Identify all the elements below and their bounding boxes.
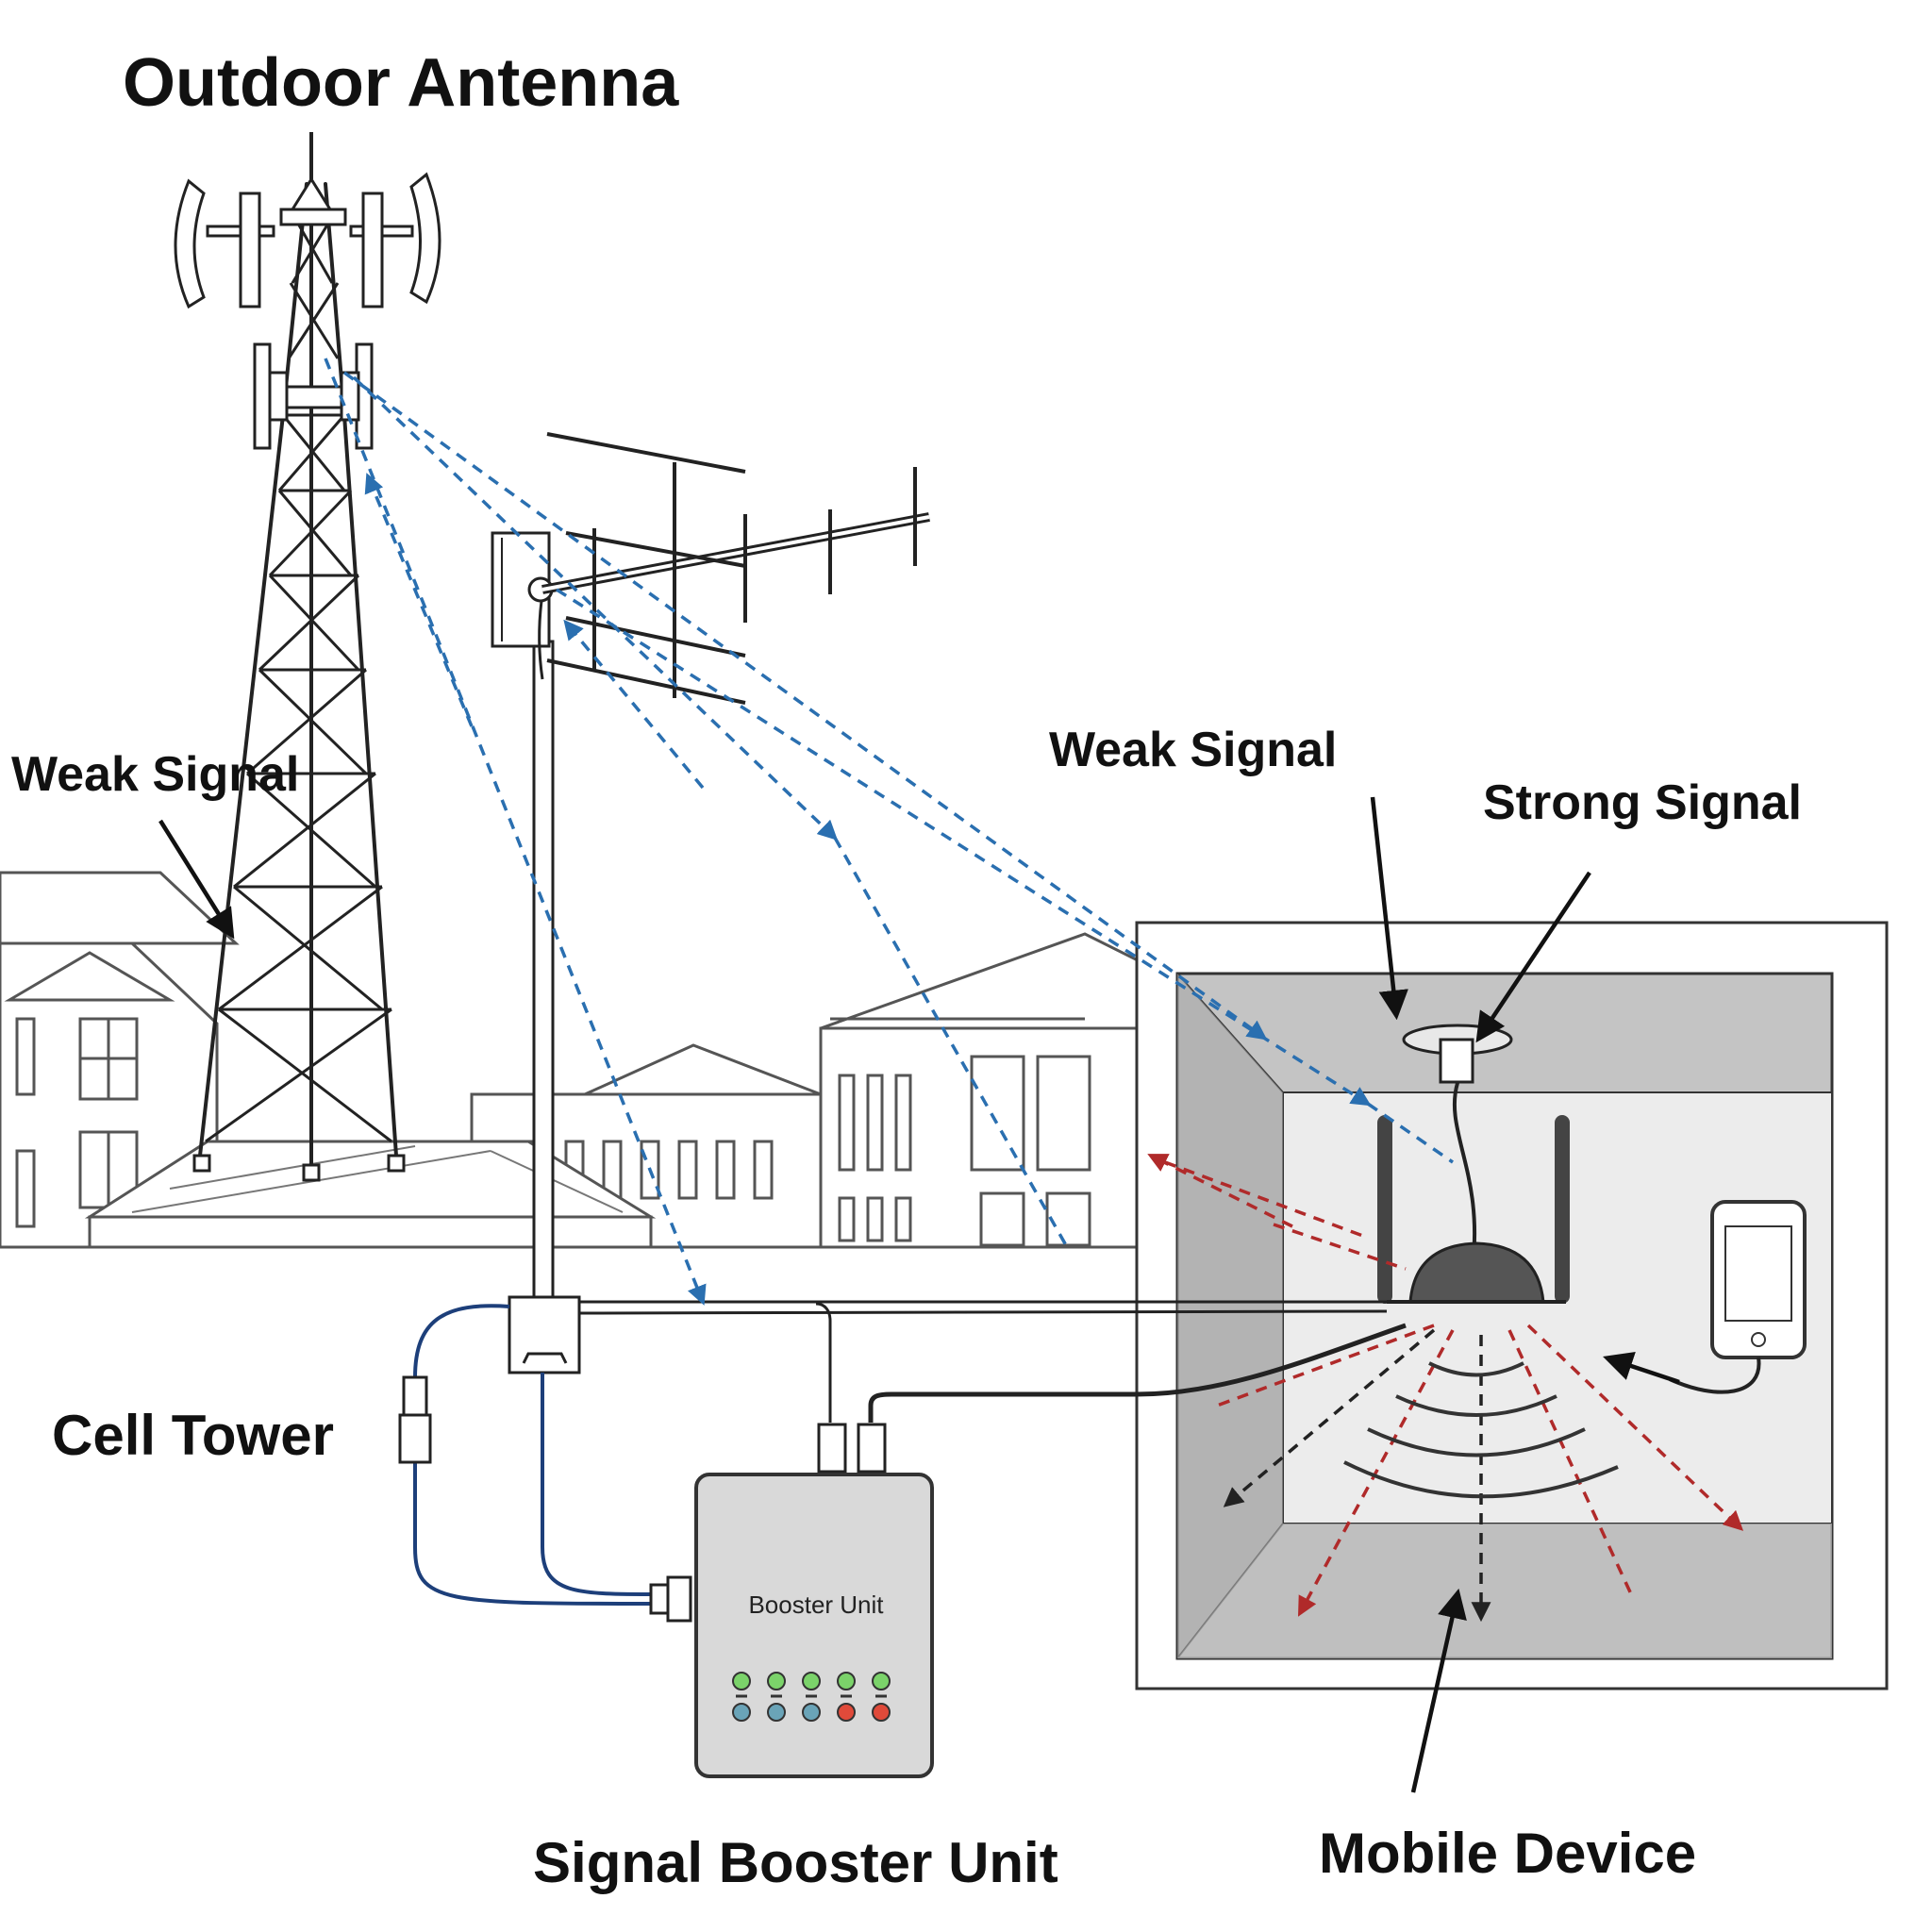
label-weak-signal-left: Weak Signal xyxy=(11,747,299,802)
label-weak-signal-right: Weak Signal xyxy=(1049,723,1337,777)
signal-paths xyxy=(324,358,1744,1623)
led-indicator xyxy=(732,1672,751,1690)
led-indicator xyxy=(732,1703,751,1722)
label-strong-signal: Strong Signal xyxy=(1483,775,1802,830)
indoor-antenna xyxy=(1377,1115,1570,1304)
led-indicator xyxy=(872,1703,891,1722)
ceiling-antenna xyxy=(1402,1024,1513,1274)
indoor-room xyxy=(1135,921,1889,1690)
label-mobile-device: Mobile Device xyxy=(1319,1822,1696,1885)
booster-leds xyxy=(732,1672,891,1722)
label-pointers xyxy=(158,796,1680,1793)
led-indicator xyxy=(802,1672,821,1690)
cell-tower xyxy=(174,132,441,1182)
led-indicator xyxy=(837,1672,856,1690)
label-outdoor-antenna: Outdoor Antenna xyxy=(123,45,679,121)
outdoor-antenna xyxy=(491,432,930,1374)
label-signal-booster-unit: Signal Booster Unit xyxy=(533,1831,1058,1894)
booster-unit: Booster Unit xyxy=(694,1473,934,1778)
led-indicator xyxy=(837,1703,856,1722)
led-indicator xyxy=(802,1703,821,1722)
city-skyline xyxy=(0,871,1143,1249)
mobile-device-phone xyxy=(1669,1200,1807,1394)
cables xyxy=(398,1300,1407,1623)
led-indicator xyxy=(872,1672,891,1690)
label-cell-tower: Cell Tower xyxy=(52,1404,334,1467)
led-indicator xyxy=(767,1703,786,1722)
led-indicator xyxy=(767,1672,786,1690)
booster-panel-label: Booster Unit xyxy=(748,1591,884,1619)
